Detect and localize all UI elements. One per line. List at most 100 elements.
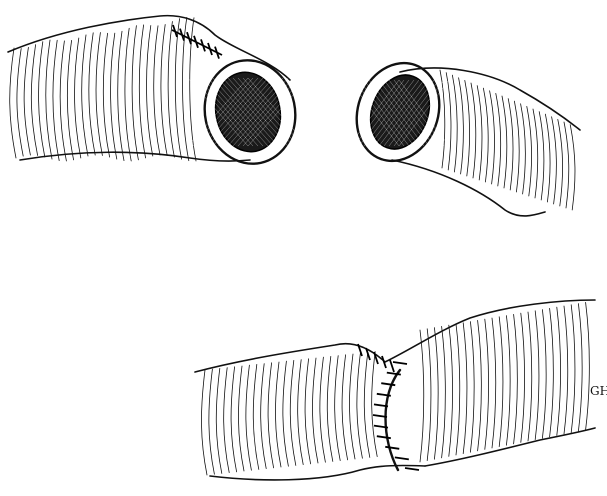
fold-line [508, 99, 513, 190]
fold-line [506, 316, 510, 446]
fold-line [463, 323, 467, 454]
fold-line [452, 75, 457, 172]
fold-line [224, 368, 230, 473]
stitch [405, 468, 419, 470]
fold-line [10, 48, 16, 158]
fold-line [535, 311, 539, 440]
fold-line [557, 307, 561, 435]
fold-line [67, 40, 73, 160]
fold-line [231, 367, 237, 472]
fold-line [31, 45, 37, 156]
fold-line [533, 109, 538, 198]
fold-line [521, 313, 525, 442]
fold-line [364, 352, 370, 457]
fold-line [305, 359, 311, 464]
fold-line [161, 24, 167, 155]
fold-line [545, 114, 550, 202]
fold-line [528, 312, 532, 441]
fold-line [478, 320, 482, 450]
fold-line [558, 119, 563, 206]
fold-line [485, 319, 489, 449]
fold-line [490, 91, 495, 184]
fold-line [521, 104, 526, 194]
fold-line [312, 358, 318, 463]
stitch [393, 362, 407, 364]
fold-line [586, 302, 590, 429]
fold-line [320, 357, 326, 462]
fold-line [89, 33, 95, 155]
fold-line [283, 361, 289, 466]
artist-signature: GH [590, 384, 607, 398]
fold-line [175, 19, 181, 159]
fold-line [201, 370, 207, 475]
fold-line [342, 355, 348, 460]
stitch [385, 447, 399, 449]
fold-line [571, 305, 575, 433]
fold-line [96, 33, 102, 156]
fold-line [290, 360, 296, 465]
fold-line [238, 366, 244, 471]
fold-line [483, 88, 488, 182]
right-lumen-opening [343, 51, 452, 172]
fold-line [168, 22, 174, 158]
fold-line [46, 40, 52, 159]
stitch [395, 457, 409, 459]
fold-line [147, 25, 153, 155]
fold-line [552, 117, 557, 204]
fold-line [111, 33, 117, 159]
fold-line [570, 125, 575, 210]
fold-line [118, 31, 124, 160]
fold-line [17, 48, 23, 156]
fold-line [564, 306, 568, 434]
fold-line [477, 86, 482, 180]
anastomosed-bowel [195, 300, 595, 480]
fold-line [103, 33, 109, 157]
fold-line [470, 322, 474, 453]
fold-line [514, 101, 519, 192]
fold-line [216, 368, 222, 473]
fold-line [502, 96, 507, 188]
fold-line [268, 363, 274, 468]
fold-line [209, 369, 215, 474]
right-bowel-folds [440, 70, 575, 210]
fold-line [125, 28, 131, 161]
fold-line [449, 325, 453, 456]
fold-line [514, 314, 518, 443]
fold-line [578, 304, 582, 432]
left-lumen-opening [188, 52, 308, 172]
fold-line [335, 356, 341, 461]
fold-line [420, 330, 424, 462]
fold-line [564, 122, 569, 208]
fold-line [496, 93, 501, 186]
fold-line [442, 326, 446, 457]
fold-line [82, 35, 88, 156]
fold-line [327, 356, 333, 461]
fold-line [253, 364, 259, 469]
fold-line [499, 317, 503, 447]
fold-line [456, 324, 460, 455]
fold-line [542, 310, 546, 439]
fold-line [357, 353, 363, 458]
fold-line [154, 26, 160, 155]
fold-line [446, 73, 451, 170]
fold-line [60, 41, 66, 161]
left-bowel-folds [10, 17, 196, 161]
stitch [377, 436, 391, 438]
fold-line [261, 364, 267, 469]
fold-line [427, 329, 431, 461]
left-closure-sutures [172, 25, 222, 59]
fold-line [459, 78, 464, 174]
fold-line [139, 25, 145, 158]
fold-line [434, 328, 438, 460]
fold-line [53, 40, 59, 160]
fold-line [527, 106, 532, 196]
fold-line [539, 112, 544, 200]
fold-line [471, 83, 476, 178]
fold-line [492, 318, 496, 448]
fold-line [75, 38, 81, 158]
fold-line [132, 26, 138, 160]
fold-line [550, 308, 554, 436]
fold-line [465, 80, 470, 176]
